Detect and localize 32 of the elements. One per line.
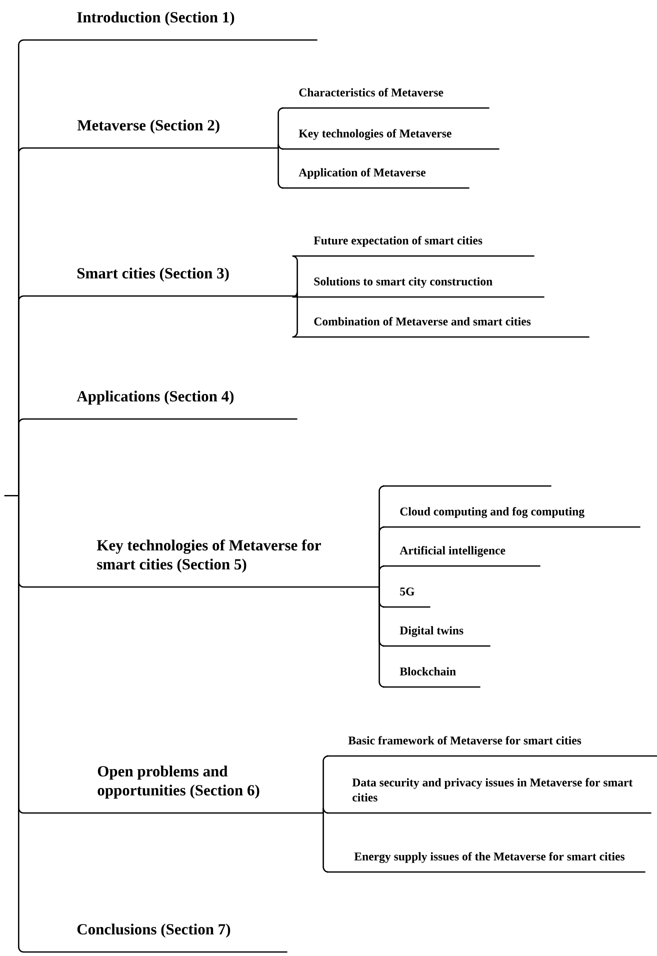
subtopic-label: Blockchain (383, 667, 480, 688)
subtopic-label: Solutions to smart city construction (297, 277, 544, 298)
connector (378, 565, 385, 587)
section-label: Applications (Section 4) (60, 390, 298, 420)
connector (292, 291, 298, 298)
section-label: Conclusions (Section 7) (60, 924, 288, 953)
subtopic-label: Key technologies of Metaverse (282, 129, 500, 150)
section-label: Metaverse (Section 2) (60, 120, 278, 149)
subtopic-label: Cloud computing and fog computing (383, 507, 640, 528)
subtopic-label: Future expectation of smart cities (297, 236, 534, 257)
subtopic-label: 5G (383, 588, 430, 608)
subtopic-label: Characteristics of Metaverse (282, 88, 490, 109)
subtopic-label: Artificial intelligence (383, 546, 540, 567)
section-label: Key technologies of Metaverse for smart cities (Section 5) (60, 539, 380, 588)
connector (322, 813, 329, 873)
connector (18, 495, 60, 953)
section-label: Open problems and opportunities (Section 6) (60, 766, 324, 814)
connector (292, 296, 298, 338)
connector (18, 418, 60, 495)
subtopic-label: Basic framework of Metaverse for smart cities (327, 736, 657, 757)
connector (278, 148, 284, 189)
subtopic-label: Data security and privacy issues in Metaverse for smart cities (327, 778, 652, 814)
connector (322, 807, 329, 814)
connector (378, 587, 385, 688)
section-label: Smart cities (Section 3) (60, 268, 298, 297)
subtopic-label: Combination of Metaverse and smart cities (297, 317, 590, 338)
subtopic-label: Digital twins (383, 626, 490, 647)
empty-branch-line (383, 485, 552, 487)
subtopic-label: Energy supply issues of the Metaverse for smart cities (327, 852, 646, 873)
connector (278, 143, 284, 150)
subtopic-label: Application of Metaverse (282, 168, 470, 189)
section-label: Introduction (Section 1) (60, 12, 318, 41)
